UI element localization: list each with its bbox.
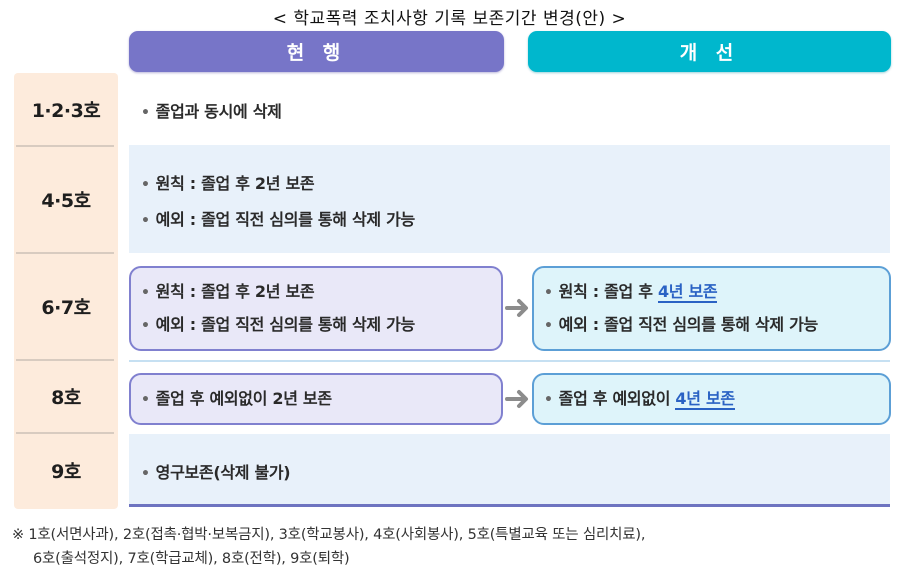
table-bottom-border — [129, 504, 890, 507]
row-separator — [129, 360, 890, 362]
header-improved: 개 선 — [528, 31, 891, 72]
row-label-8: 8호 — [51, 387, 81, 409]
bullet-icon: • — [141, 317, 150, 334]
row-8-current-box: •졸업 후 예외없이 2년 보존 — [129, 373, 503, 425]
bullet-icon: • — [141, 284, 150, 301]
bullet-icon: • — [141, 466, 150, 482]
row-label-1-2-3: 1·2·3호 — [31, 99, 101, 122]
row-1-2-3-current: •졸업과 동시에 삭제 — [141, 102, 282, 121]
bullet-icon: • — [544, 391, 553, 408]
bullet-icon: • — [544, 284, 553, 301]
row-label-6-7: 6·7호 — [41, 297, 91, 319]
row-divider — [16, 359, 114, 361]
row-divider — [16, 252, 114, 254]
highlight-4-year: 4년 보존 — [675, 388, 735, 410]
row-6-7-improved-box: •원칙 : 졸업 후 4년 보존 •예외 : 졸업 직전 심의를 통해 삭제 가… — [532, 266, 891, 351]
highlight-4-year: 4년 보존 — [657, 281, 718, 303]
row-8-improved-box: •졸업 후 예외없이 4년 보존 — [532, 373, 891, 425]
footnote-line1: ※ 1호(서면사과), 2호(접촉·협박·보복금지), 3호(학교봉사), 4호… — [12, 527, 646, 543]
row-9-current: •영구보존(삭제 불가) — [141, 463, 291, 482]
page-title: < 학교폭력 조치사항 기록 보존기간 변경(안) > — [272, 9, 627, 29]
right-arrow-icon — [505, 390, 528, 408]
bullet-icon: • — [141, 105, 150, 121]
row-6-7-current-box: •원칙 : 졸업 후 2년 보존 •예외 : 졸업 직전 심의를 통해 삭제 가… — [129, 266, 503, 351]
row-4-5-current-line2: •예외 : 졸업 직전 심의를 통해 삭제 가능 — [141, 210, 415, 229]
row-9-band — [129, 434, 890, 505]
bullet-icon: • — [544, 317, 553, 334]
row-4-5-band — [129, 145, 890, 253]
row-label-4-5: 4·5호 — [41, 190, 91, 212]
bullet-icon: • — [141, 213, 150, 229]
footnote-line2: 6호(출석정지), 7호(학급교체), 8호(전학), 9호(퇴학) — [33, 551, 350, 567]
row-divider — [16, 145, 114, 147]
bullet-icon: • — [141, 177, 150, 193]
header-current: 현 행 — [129, 31, 504, 72]
right-arrow-icon — [505, 299, 528, 317]
row-divider — [16, 432, 114, 434]
bullet-icon: • — [141, 391, 150, 408]
row-4-5-current-line1: •원칙 : 졸업 후 2년 보존 — [141, 174, 315, 193]
row-label-9: 9호 — [51, 460, 81, 483]
